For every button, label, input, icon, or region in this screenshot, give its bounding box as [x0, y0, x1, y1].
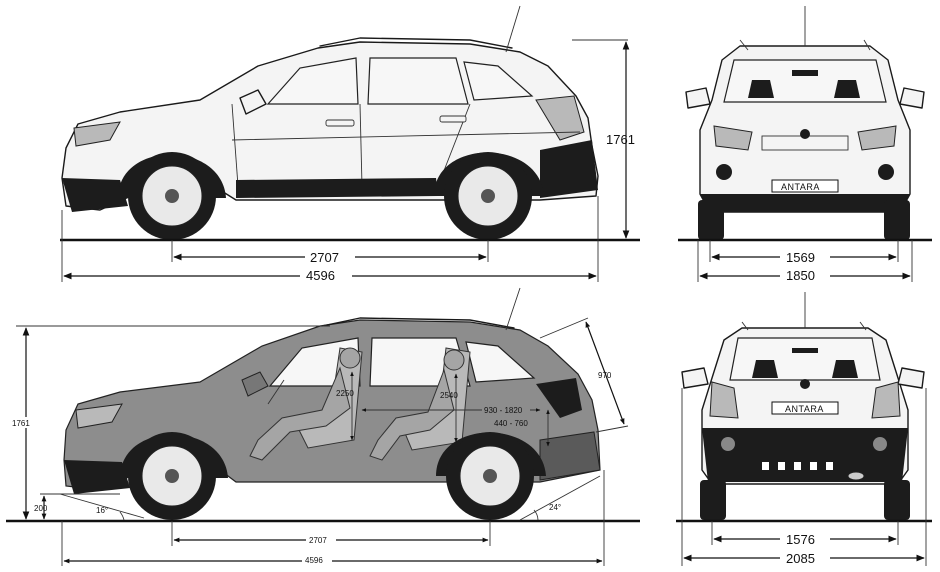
dim-height-top: 1761	[606, 132, 635, 147]
dim-departure-angle: 24°	[549, 503, 561, 512]
side-view-bottom: 1761 200 16° 24° 2250 2540 930 - 1820 44…	[6, 287, 640, 566]
dim-approach-angle: 16°	[96, 506, 108, 515]
dim-width-mirrors: 2085	[786, 551, 815, 566]
dim-front-track: 1569	[786, 250, 815, 265]
dim-width-front: 1850	[786, 268, 815, 283]
dim-length-bottom: 4596	[305, 556, 323, 565]
front-badge: ANTARA	[781, 182, 820, 192]
dim-front-headroom: 2250	[336, 389, 354, 398]
front-view: ANTARA 1569 1850	[678, 6, 932, 283]
dim-wheelbase-top: 2707	[310, 250, 339, 265]
dim-tailgate-opening: 970	[598, 371, 612, 380]
dim-boot-length: 930 - 1820	[484, 406, 523, 415]
dim-height-bottom: 1761	[12, 419, 30, 428]
dim-ground-clearance: 200	[34, 504, 48, 513]
dim-length-top: 4596	[306, 268, 335, 283]
dim-rear-headroom: 2540	[440, 391, 458, 400]
dim-rear-track: 1576	[786, 532, 815, 547]
dim-boot-height: 440 - 760	[494, 419, 528, 428]
rear-view: ANTARA 1576 2085	[676, 292, 932, 566]
rear-badge: ANTARA	[785, 404, 824, 414]
side-view-top: 1761 2707 4596	[60, 5, 640, 283]
dim-wheelbase-bottom: 2707	[309, 536, 327, 545]
